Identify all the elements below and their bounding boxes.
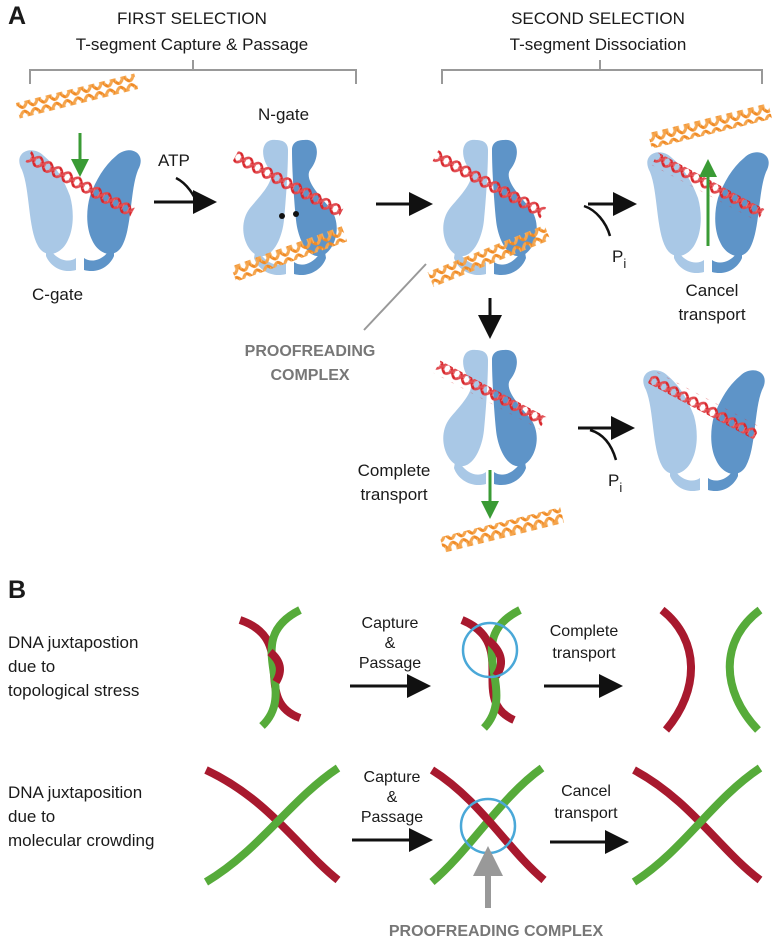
row2-step1-line1: Capture xyxy=(364,769,421,786)
cancel-transport-line1: Cancel xyxy=(686,281,739,300)
row2-dna-crossed xyxy=(203,764,341,886)
first-selection-title: FIRST SELECTION xyxy=(117,9,267,28)
row2-desc-line1: DNA juxtaposition xyxy=(8,783,142,802)
pi-sub: i xyxy=(623,256,626,271)
row1-dna-juxtaposed xyxy=(238,606,302,729)
atp-label: ATP xyxy=(158,151,190,170)
complete-transport-line1: Complete xyxy=(358,461,431,480)
atp-curve xyxy=(175,176,200,205)
g-segment-dna xyxy=(433,360,547,430)
t-segment-dna xyxy=(439,507,565,553)
row2-step1-line2: & xyxy=(387,789,398,806)
g-segment-dna xyxy=(647,370,761,440)
first-selection-subtitle: T-segment Capture & Passage xyxy=(76,35,308,54)
row2-desc-line3: molecular crowding xyxy=(8,831,154,850)
proofreading-pointer-line xyxy=(363,263,427,331)
row1-desc-line1: DNA juxtapostion xyxy=(8,633,138,652)
t-segment-dna xyxy=(427,224,551,288)
t-segment-dna xyxy=(230,226,348,282)
row2-dna-captured xyxy=(429,764,547,886)
row2-desc-line2: due to xyxy=(8,807,55,826)
row1-step1-line3: Passage xyxy=(359,655,421,672)
pi-label: Pi xyxy=(612,247,626,271)
second-selection-subtitle: T-segment Dissociation xyxy=(510,35,687,54)
row2-dna-crossed-final xyxy=(631,764,763,886)
row1-step1-line1: Capture xyxy=(362,615,419,632)
c-gate-label: C-gate xyxy=(32,285,83,304)
atp-dot-icon xyxy=(279,213,285,219)
row1-desc-line2: due to xyxy=(8,657,55,676)
enzyme-final xyxy=(643,370,765,492)
t-segment-dna xyxy=(647,103,773,149)
first-selection-bracket xyxy=(29,60,357,84)
pi-label-2: Pi xyxy=(608,471,622,495)
row1-desc-line3: topological stress xyxy=(8,681,139,700)
row1-proofreading-circle xyxy=(461,621,519,679)
second-selection-bracket xyxy=(441,60,763,84)
proofreading-label-line2: COMPLEX xyxy=(270,367,349,384)
pi2-main: P xyxy=(608,471,619,490)
pi-curve xyxy=(583,204,612,237)
enzyme-closed-first xyxy=(230,139,348,282)
enzyme-proofreading xyxy=(427,139,551,288)
pi-curve-2 xyxy=(589,428,618,461)
second-selection-title: SECOND SELECTION xyxy=(511,9,685,28)
g-segment-dna xyxy=(431,150,547,220)
enzyme-cancel xyxy=(647,103,773,274)
panel-b-letter: B xyxy=(8,576,26,604)
panel-a-letter: A xyxy=(8,2,26,30)
t-segment-dna xyxy=(15,73,139,119)
row2-step2-line1: Cancel xyxy=(561,783,611,800)
pi-main: P xyxy=(612,247,623,266)
enzyme-open-first xyxy=(15,73,141,272)
row1-step2-line1: Complete xyxy=(550,623,619,640)
row1-step2-line2: transport xyxy=(552,645,616,662)
row1-dna-captured xyxy=(460,606,522,731)
pi2-sub: i xyxy=(619,480,622,495)
proofreading-complex-label: PROOFREADING COMPLEX xyxy=(389,923,604,940)
g-segment-dna xyxy=(231,150,345,220)
g-segment-dna xyxy=(25,149,137,218)
row2-step1-line3: Passage xyxy=(361,809,423,826)
n-gate-label: N-gate xyxy=(258,105,309,124)
proofreading-label-line1: PROOFREADING xyxy=(245,343,376,360)
atp-dot-icon xyxy=(293,211,299,217)
row1-step1-line2: & xyxy=(385,635,396,652)
enzyme-complete xyxy=(433,349,565,553)
row1-dna-separated xyxy=(659,606,763,733)
cancel-transport-line2: transport xyxy=(678,305,745,324)
row2-step2-line2: transport xyxy=(554,805,618,822)
complete-transport-line2: transport xyxy=(360,485,427,504)
